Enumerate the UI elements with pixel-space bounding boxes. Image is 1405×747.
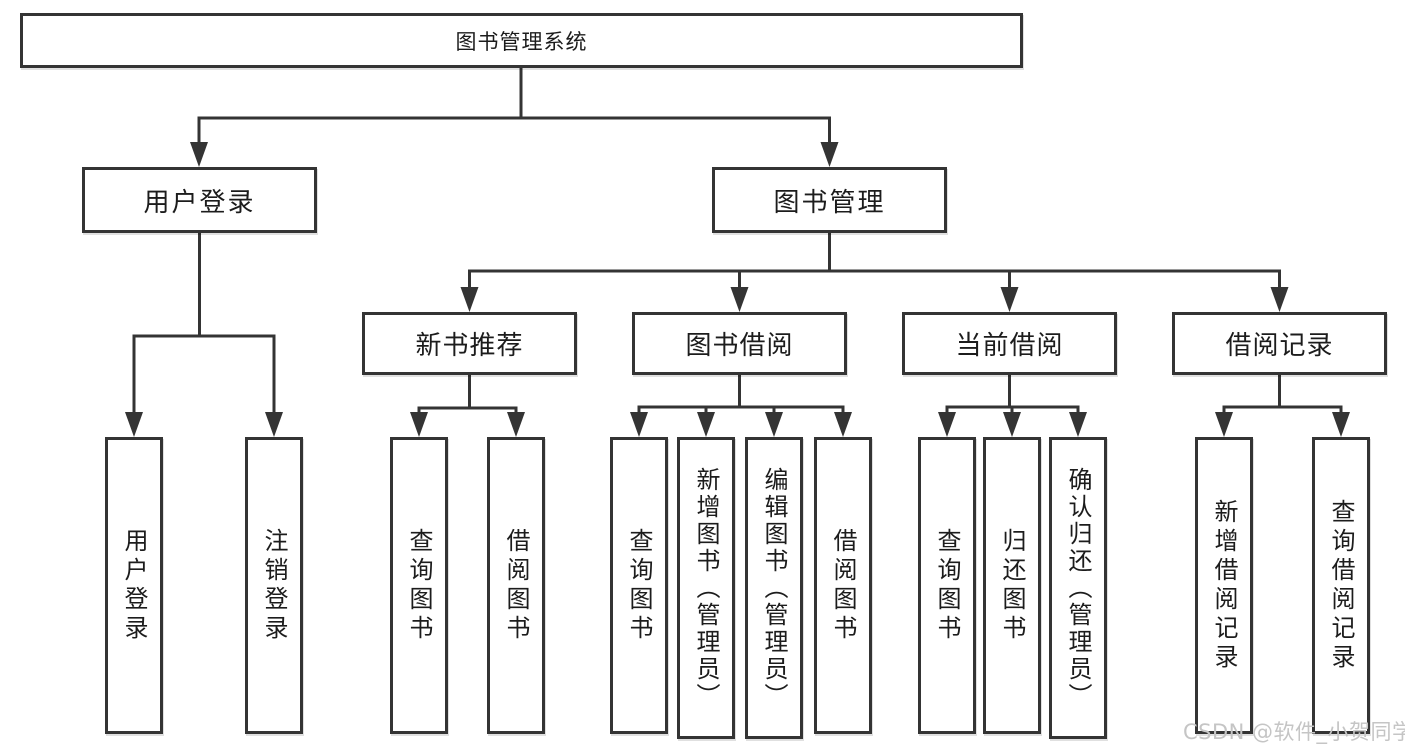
- leaf-add-borrow-record: 新增借阅记录: [1195, 437, 1253, 734]
- leaf-borrow-books: 借阅图书: [814, 437, 872, 734]
- leaf-query-books-recommend: 查询图书: [390, 437, 448, 734]
- node-new-book-recommend: 新书推荐: [362, 312, 577, 375]
- leaf-logout: 注销登录: [245, 437, 303, 734]
- leaf-query-borrow-record: 查询借阅记录: [1312, 437, 1370, 734]
- node-book-management: 图书管理: [712, 167, 947, 233]
- node-current-borrow: 当前借阅: [902, 312, 1117, 375]
- node-borrow-records: 借阅记录: [1172, 312, 1387, 375]
- leaf-borrow-books-recommend: 借阅图书: [487, 437, 545, 734]
- csdn-watermark: CSDN @软件_小贺同学: [1183, 720, 1405, 744]
- leaf-confirm-return-admin: 确认归还（管理员）: [1049, 437, 1107, 739]
- leaf-query-books-current: 查询图书: [918, 437, 976, 734]
- node-book-borrow: 图书借阅: [632, 312, 847, 375]
- leaf-add-books-admin: 新增图书（管理员）: [677, 437, 735, 739]
- node-user-login: 用户登录: [82, 167, 317, 233]
- leaf-user-login: 用户登录: [105, 437, 163, 734]
- leaf-query-books-borrow: 查询图书: [610, 437, 668, 734]
- node-root-system: 图书管理系统: [20, 13, 1023, 68]
- leaf-edit-books-admin: 编辑图书（管理员）: [745, 437, 803, 739]
- leaf-return-books: 归还图书: [983, 437, 1041, 734]
